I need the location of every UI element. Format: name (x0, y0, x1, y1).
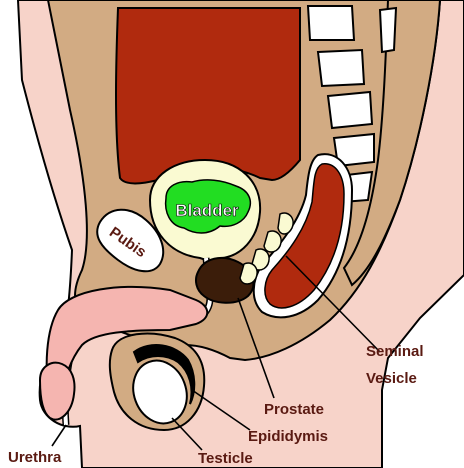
vertebra-3 (328, 92, 372, 128)
urethra-line (52, 425, 66, 446)
seminal-label-1: Seminal (366, 343, 424, 360)
glans (40, 363, 75, 420)
bladder-label: Bladder (175, 201, 239, 220)
vertebra-2 (318, 50, 364, 86)
vertebra-1 (308, 6, 354, 40)
vertebra-6 (380, 8, 396, 52)
rectum (116, 8, 300, 183)
epididymis-label: Epididymis (248, 428, 328, 445)
seminal-label-2: Vesicle (366, 370, 417, 387)
testicle-label: Testicle (198, 450, 253, 467)
prostate-label: Prostate (264, 401, 324, 418)
urethra-label: Urethra (8, 449, 62, 466)
